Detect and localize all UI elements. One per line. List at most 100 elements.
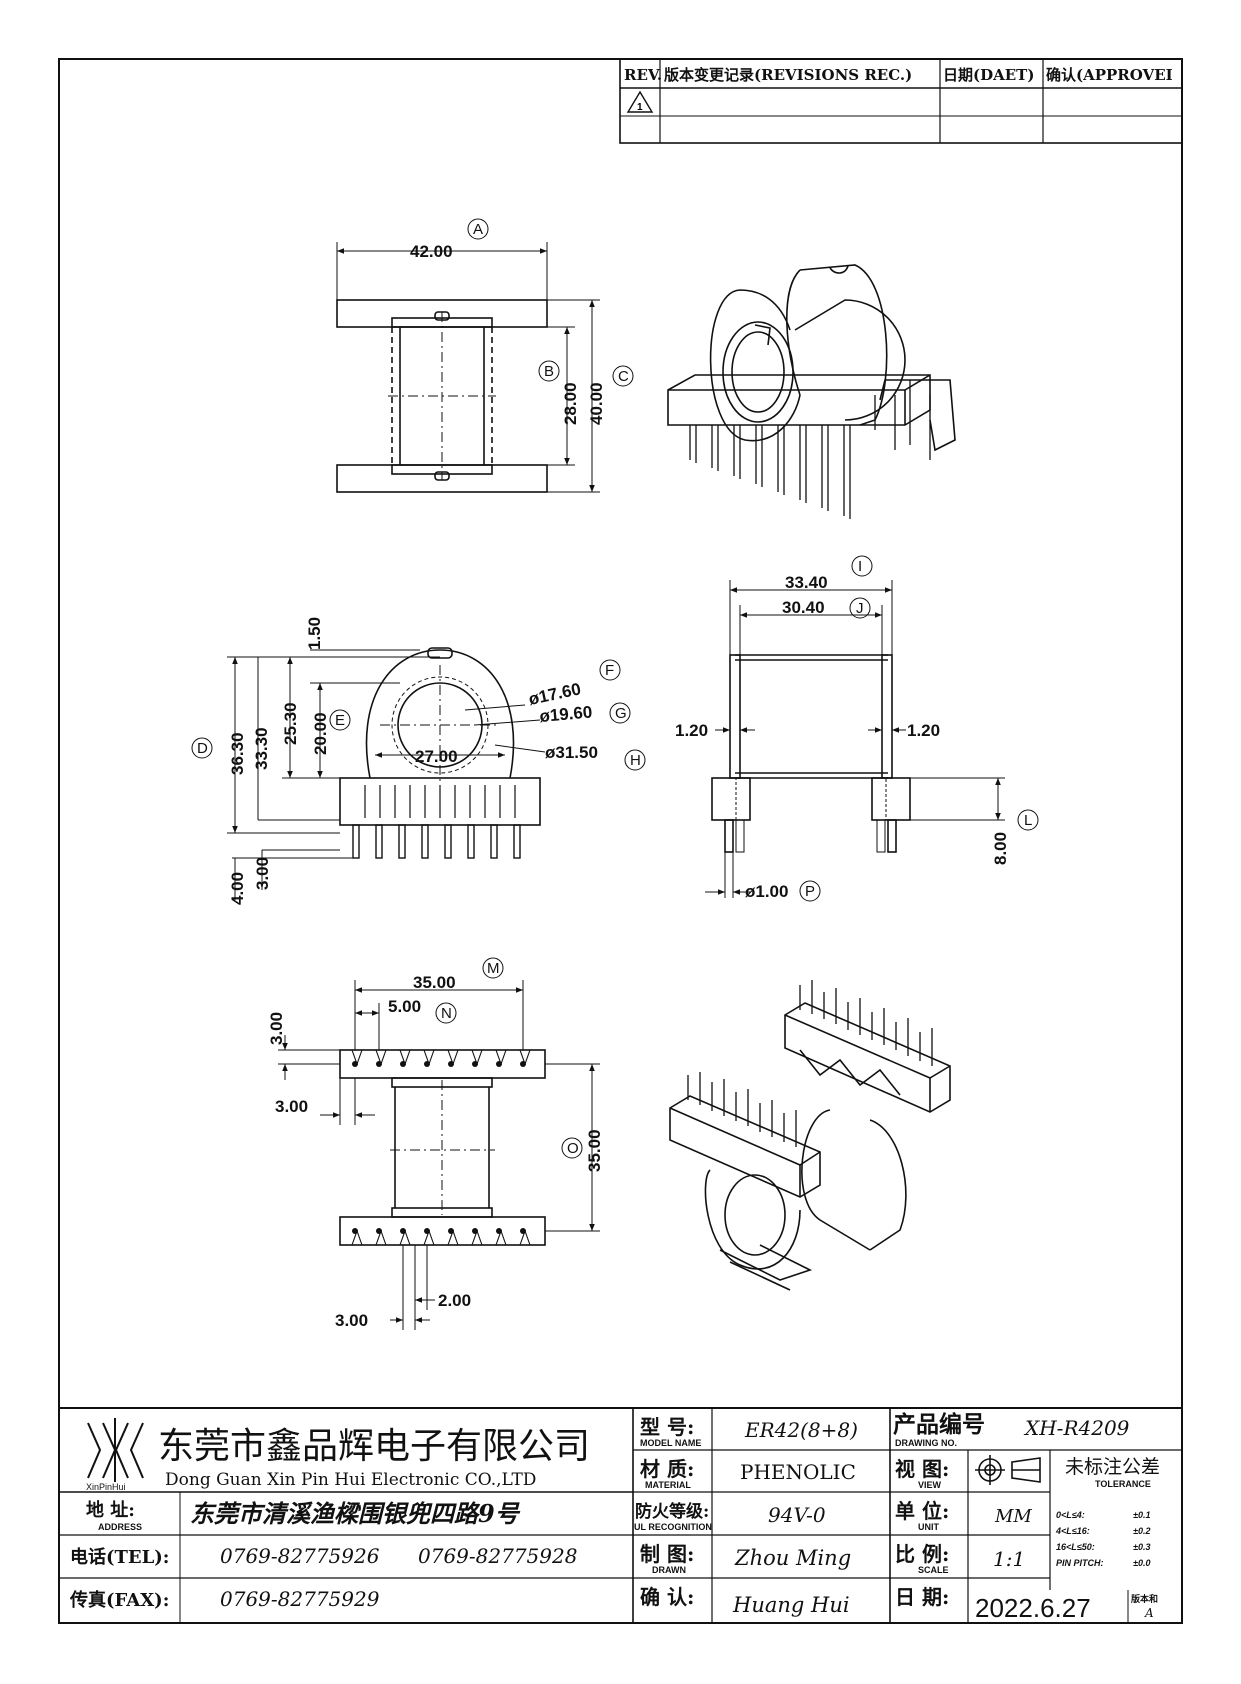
bottom-view [339,1049,546,1246]
scale-value: 1:1 [993,1547,1025,1571]
dim-side-outer-width: 33.40 [785,573,828,592]
dim-front-pin-b: 3.00 [253,857,272,890]
dim-top-letter-c: C [618,368,629,385]
tolerance-range-1: 0<L≤4: [1056,1510,1085,1520]
flame-label-en: UL RECOGNITION [634,1522,712,1532]
dim-front-h2: 33.30 [252,727,271,770]
drawing-no-label-en: DRAWING NO. [895,1438,957,1448]
dim-side-letter-i: I [858,558,862,575]
iso-view-bottom [669,980,951,1291]
dim-top-width: 42.00 [410,242,453,261]
fax-value: 0769-82775929 [220,1587,380,1611]
address-label-en: ADDRESS [98,1522,142,1532]
dim-front-base-width: 27.00 [415,747,458,766]
title-block [58,1407,1183,1624]
dim-front-letter-h: H [630,752,641,769]
drawn-label: 制 图: [640,1542,694,1566]
projection-symbol-icon [975,1455,1041,1485]
model-value: ER42(8+8) [744,1418,858,1442]
view-label-en: VIEW [918,1480,942,1490]
drawing-no-label: 产品编号 [893,1411,985,1438]
version-label: 版本和 [1130,1593,1158,1604]
model-label-en: MODEL NAME [640,1438,701,1448]
dim-front-h3: 25.30 [281,702,300,745]
tolerance-value-4: ±0.0 [1133,1558,1150,1568]
model-label: 型 号: [640,1415,694,1439]
dim-top-inner: 28.00 [561,382,580,425]
tolerance-title: 未标注公差 [1065,1456,1160,1478]
dim-top-letter-b: B [544,363,554,380]
unit-label-en: UNIT [918,1522,939,1532]
dim-front-letter-f: F [605,662,614,679]
material-label: 材 质: [640,1457,694,1481]
unit-value: MM [994,1506,1032,1527]
fax-label: 传真(FAX): [69,1589,169,1611]
date-label: 日 期: [895,1585,949,1609]
dim-front-top-gap: 1.50 [305,617,324,650]
date-value: 2022.6.27 [975,1593,1091,1623]
tel-value-2: 0769-82775928 [418,1544,577,1568]
side-view [711,654,911,853]
drawing-frame [58,58,1183,1624]
flame-value: 94V-0 [768,1503,826,1527]
dim-bottom-height: 35.00 [585,1129,604,1172]
revision-block: REV. 版本变更记录(REVISIONS REC.) 日期(DAET) 确认(… [619,58,1183,144]
dim-bottom-a: 2.00 [438,1291,471,1310]
dim-bottom-b: 3.00 [335,1311,368,1330]
company-name-cn: 东莞市鑫品辉电子有限公司 [158,1426,590,1467]
scale-label: 比 例: [895,1542,949,1566]
top-view-dimensions [336,218,634,493]
tolerance-range-3: 16<L≤50: [1056,1542,1095,1552]
dim-side-pin-length: 8.00 [991,832,1010,865]
address-value: 东莞市清溪渔樑围银兜四路9号 [190,1499,521,1528]
material-label-en: MATERIAL [645,1480,691,1490]
dim-bottom-span: 35.00 [413,973,456,992]
checked-value: Huang Hui [732,1593,850,1617]
dim-side-wall-right: 1.20 [907,721,940,740]
dim-front-h4: 20.00 [311,712,330,755]
tolerance-subtitle: TOLERANCE [1095,1479,1151,1489]
tolerance-value-2: ±0.2 [1133,1526,1150,1536]
iso-view-top [667,264,956,519]
dim-front-letter-d: D [197,740,208,757]
dim-front-d-mid: ø19.60 [539,702,593,726]
top-view [336,299,548,493]
dim-side-wall-left: 1.20 [675,721,708,740]
dim-bottom-edge-left: 3.00 [275,1097,308,1116]
company-name-en: Dong Guan Xin Pin Hui Electronic CO.,LTD [165,1470,536,1490]
scale-label-en: SCALE [918,1565,949,1575]
version-value: A [1144,1606,1154,1620]
dim-side-letter-j: J [856,600,864,617]
dim-top-letter-a: A [473,221,483,238]
tolerance-range-2: 4<L≤16: [1055,1526,1090,1536]
dim-bottom-pitch: 5.00 [388,997,421,1016]
rev-date-header: 日期(DAET) [943,66,1034,84]
drawing-no-value: XH-R4209 [1023,1416,1130,1440]
dim-bottom-edge-top: 3.00 [267,1012,286,1045]
dim-bottom-letter-o: O [567,1140,579,1157]
dim-side-letter-p: P [805,883,815,900]
svg-text:1: 1 [637,102,643,113]
rev-record-header: 版本变更记录(REVISIONS REC.) [664,66,912,84]
dim-front-letter-g: G [615,705,627,722]
flame-label: 防火等级: [635,1501,709,1522]
dim-front-letter-e: E [335,712,345,729]
dim-front-d-outer: ø31.50 [545,743,598,762]
rev-header: REV. [624,66,662,84]
dim-bottom-letter-m: M [487,960,500,977]
tolerance-range-4: PIN PITCH: [1056,1558,1104,1568]
unit-label: 单 位: [895,1499,949,1523]
tolerance-value-3: ±0.3 [1133,1542,1150,1552]
address-label: 地 址: [86,1499,135,1521]
front-view-dimensions [191,649,646,900]
dim-side-inner-width: 30.40 [782,598,825,617]
material-value: PHENOLIC [740,1460,856,1484]
side-view-dimensions [705,555,1039,902]
dim-front-total: 36.30 [228,732,247,775]
dim-side-letter-l: L [1024,812,1032,829]
dim-bottom-letter-n: N [441,1005,452,1022]
logo-text: XinPinHui [86,1482,126,1492]
rev-approve-header: 确认(APPROVEI [1046,66,1173,84]
drawn-label-en: DRAWN [652,1565,686,1575]
drawn-value: Zhou Ming [734,1546,851,1570]
